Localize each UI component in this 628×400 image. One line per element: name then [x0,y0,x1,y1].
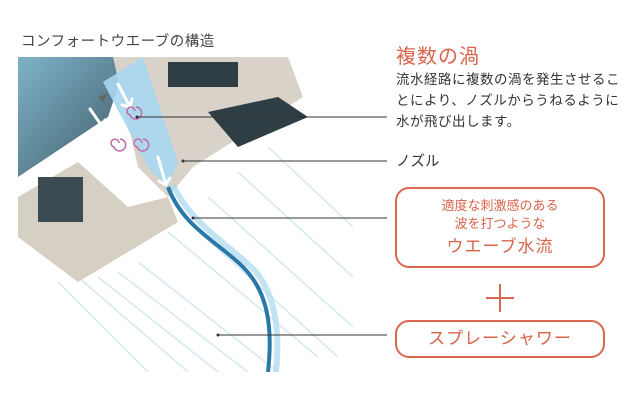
spray-shower-box: スプレーシャワー [395,320,605,358]
background-tile [18,57,128,177]
plus-icon [486,284,514,312]
wave-box-line1: 適度な刺激感のある [441,199,559,214]
flow-arrows [88,82,172,188]
shower-head-illustration [18,57,358,372]
triangle-mark-icon [98,93,108,102]
vortex-icons [110,106,150,152]
wave-box-line2: 波を打つような [454,217,546,232]
spray-streams [57,146,354,372]
wave-stream [166,186,272,372]
wave-flow-box: 適度な刺激感のある 波を打つような ウエーブ水流 [395,187,605,268]
wave-box-title: ウエーブ水流 [446,237,554,257]
vortex-description: 流水経路に複数の渦を発生させることにより、ノズルからうねるように水が飛び出します… [396,72,620,130]
nozzle-label: ノズル [396,154,440,170]
vortex-heading: 複数の渦 [396,44,480,68]
diagram-title: コンフォートウエーブの構造 [21,34,215,50]
